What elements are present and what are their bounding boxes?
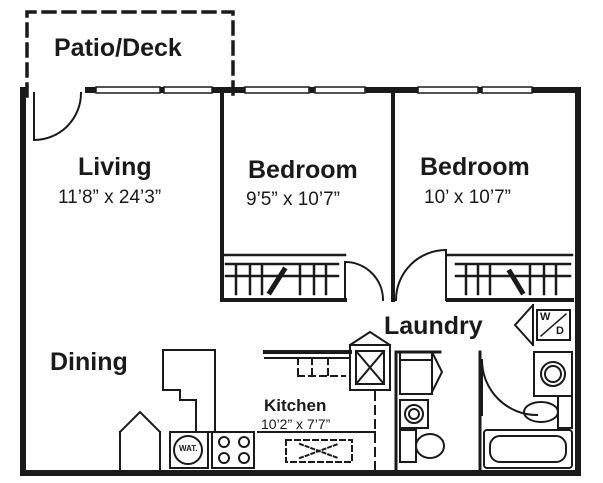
bedroom-doors xyxy=(343,248,448,302)
dryer-label: D xyxy=(556,325,564,337)
patio-deck-label: Patio/Deck xyxy=(54,34,182,62)
patio-door xyxy=(32,91,83,142)
living-room-dimensions: 11’8” x 24’3” xyxy=(58,187,162,208)
kitchen-label: Kitchen xyxy=(264,396,327,415)
dining-counter xyxy=(118,349,216,471)
bedroom-1-dimensions: 9’5” x 10’7” xyxy=(246,189,340,210)
washer-label: W xyxy=(540,311,551,323)
dining-label: Dining xyxy=(50,348,128,376)
bedroom-1-label: Bedroom xyxy=(248,156,358,184)
washer-dryer-closet xyxy=(513,303,571,347)
kitchen-dimensions: 10’2” x 7’7” xyxy=(261,416,331,432)
interior-walls xyxy=(220,91,574,302)
bedroom-2-dimensions: 10’ x 10’7” xyxy=(424,187,511,208)
closet-1 xyxy=(224,262,340,296)
bedroom-2-label: Bedroom xyxy=(420,153,530,181)
kitchen-fixtures xyxy=(169,330,392,471)
windows xyxy=(95,86,533,94)
living-room-label: Living xyxy=(78,153,152,181)
closet-2 xyxy=(454,262,572,296)
laundry-label: Laundry xyxy=(384,312,483,340)
patio-outline xyxy=(25,10,235,98)
water-heater-label: WAT. xyxy=(179,444,198,453)
hall-linen xyxy=(399,350,445,463)
